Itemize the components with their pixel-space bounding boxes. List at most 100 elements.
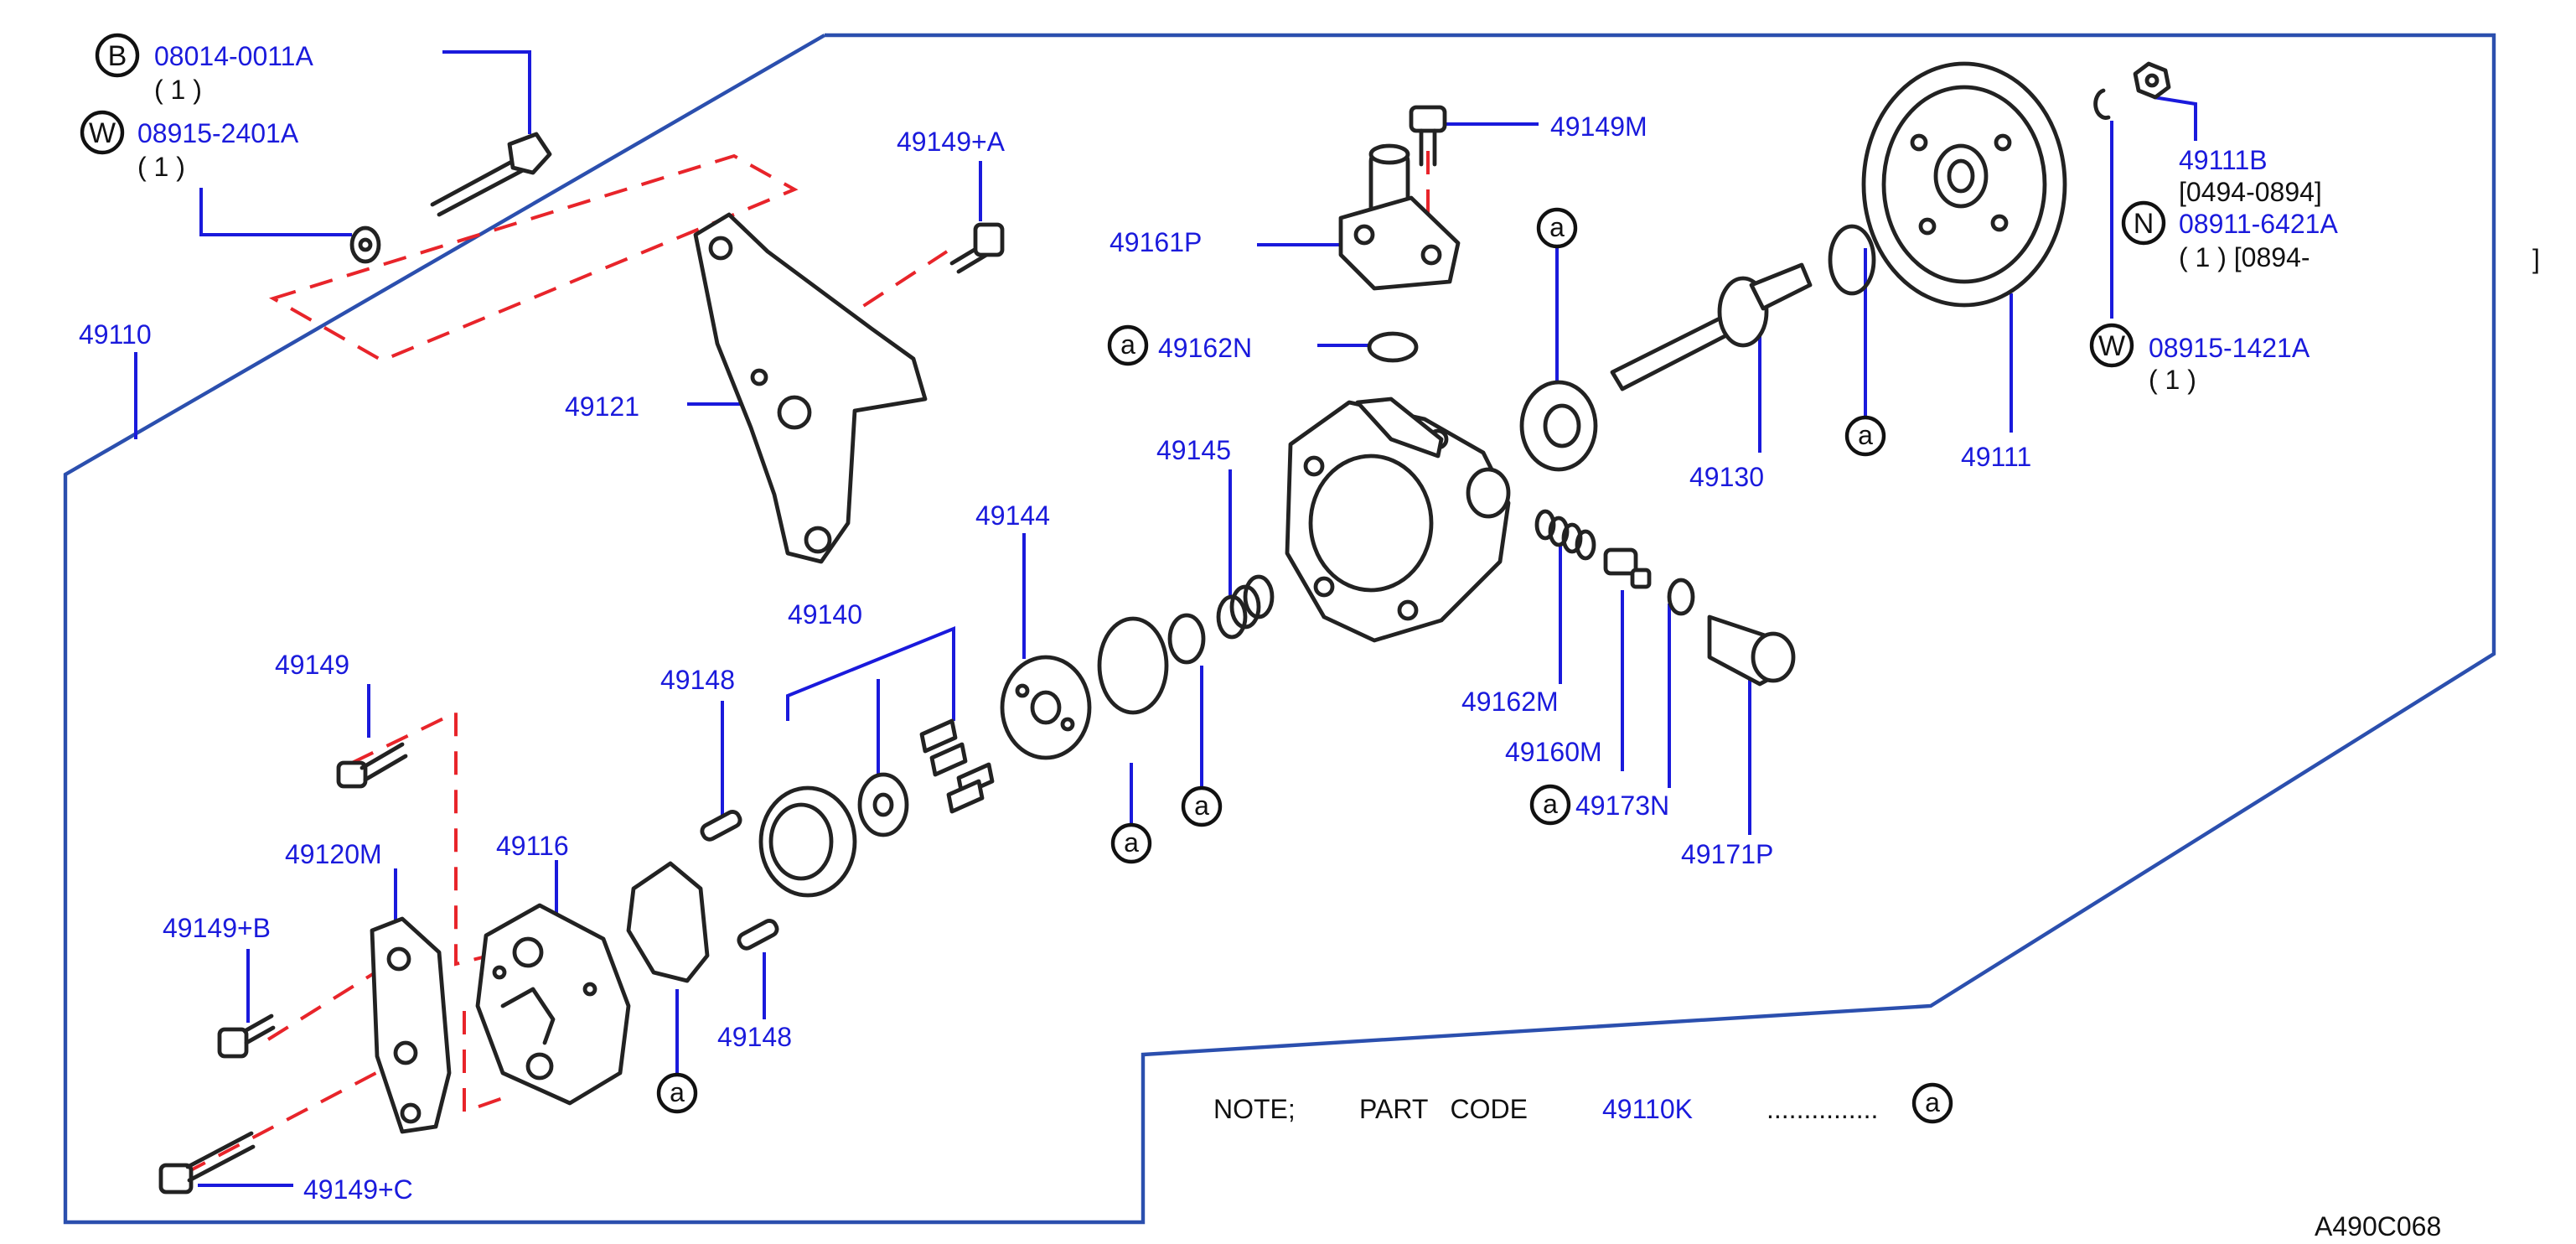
bolt-align-line-c: [184, 1065, 390, 1175]
fitting-49161P-icon: [1338, 143, 1461, 291]
valve-49160M-icon: [1603, 547, 1652, 589]
callout-w2-symbol: W: [2089, 323, 2134, 368]
label-49160M[interactable]: 49160M: [1505, 737, 1602, 767]
label-49148-lower[interactable]: 49148: [717, 1022, 792, 1052]
mount-bracket-outline-top: [268, 153, 799, 363]
shaft-49130-icon: [1610, 262, 1813, 391]
bolt-49149A-icon: [949, 222, 1005, 274]
note-prefix: NOTE;: [1213, 1094, 1296, 1124]
svg-text:W: W: [89, 117, 116, 149]
note-part-code[interactable]: 49110K: [1602, 1094, 1693, 1124]
gasket-icon: [626, 861, 710, 983]
marker-a-gasket: a: [656, 1072, 698, 1114]
label-08014-qty: ( 1 ): [154, 75, 202, 105]
label-49173N[interactable]: 49173N: [1575, 790, 1669, 821]
label-49130[interactable]: 49130: [1689, 462, 1764, 492]
svg-text:a: a: [1194, 790, 1209, 821]
rear-cover-49116-icon: [475, 903, 631, 1106]
pulley-49111-icon: [1861, 61, 2067, 308]
callout-b-symbol: B: [95, 33, 140, 78]
oring-49162N-icon: [1367, 331, 1419, 363]
rotor-49140-icon: [857, 772, 909, 837]
label-08911-6421A[interactable]: 08911-6421A: [2179, 209, 2338, 239]
label-49111[interactable]: 49111: [1961, 442, 2031, 472]
label-49120M[interactable]: 49120M: [285, 839, 382, 869]
marker-a-seal: a: [1536, 207, 1578, 249]
label-49111B[interactable]: 49111B: [2179, 145, 2268, 175]
note-dots: ...............: [1766, 1094, 1878, 1124]
label-49144[interactable]: 49144: [975, 500, 1050, 531]
bracket-49120M-icon: [370, 916, 452, 1134]
label-08014-0011A[interactable]: 08014-0011A: [154, 41, 313, 71]
spring-49145-icon: [1216, 574, 1275, 640]
bolt-49149C-icon: [158, 1131, 256, 1195]
bolt-align-line-b: [266, 962, 391, 1041]
label-49171P[interactable]: 49171P: [1681, 839, 1773, 869]
label-49145[interactable]: 49145: [1156, 435, 1231, 465]
label-49140[interactable]: 49140: [788, 599, 862, 630]
nut-49111B-icon: [2133, 61, 2171, 100]
pin-49148-upper-icon: [700, 810, 742, 842]
label-08911-close-bracket: ]: [2532, 244, 2540, 274]
callout-w-symbol: W: [80, 110, 125, 155]
label-08915-2401A[interactable]: 08915-2401A: [137, 118, 299, 148]
label-49161P[interactable]: 49161P: [1110, 227, 1202, 257]
marker-a-note: a: [1911, 1082, 1953, 1124]
label-49110[interactable]: 49110: [79, 319, 152, 350]
seal-icon: [1519, 380, 1598, 472]
oring-49173N-icon: [1667, 578, 1695, 616]
label-49149[interactable]: 49149: [275, 650, 349, 680]
marker-a-snap-ring: a: [1844, 415, 1886, 457]
callout-n-symbol: N: [2121, 200, 2166, 246]
label-08915-2401A-qty: ( 1 ): [137, 152, 185, 182]
note-part-code-label: PART CODE: [1359, 1094, 1528, 1124]
figure-code: A490C068: [2315, 1211, 2441, 1241]
label-49162M[interactable]: 49162M: [1461, 687, 1559, 717]
svg-text:a: a: [1124, 827, 1139, 858]
marker-a-49162N: a: [1107, 324, 1149, 366]
label-49149C[interactable]: 49149+C: [303, 1174, 413, 1205]
cam-ring-49140-icon: [758, 785, 857, 898]
assembly-frame: [63, 33, 2496, 1225]
label-49116[interactable]: 49116: [496, 831, 569, 861]
spring-49162M-icon: [1534, 509, 1596, 561]
svg-text:W: W: [2098, 330, 2125, 362]
label-49149A[interactable]: 49149+A: [897, 127, 1006, 157]
oring-small-icon: [1167, 613, 1206, 665]
bolt-49149M-icon: [1409, 105, 1447, 167]
svg-text:B: B: [108, 40, 127, 72]
svg-text:a: a: [1120, 329, 1135, 360]
svg-text:a: a: [1549, 212, 1565, 242]
label-49149B[interactable]: 49149+B: [163, 913, 271, 943]
bracket-49121-icon: [693, 212, 928, 564]
pin-49148-lower-icon: [737, 919, 779, 951]
label-49121[interactable]: 49121: [565, 391, 639, 422]
svg-text:a: a: [670, 1077, 685, 1107]
snap-ring-icon: [1828, 224, 1876, 296]
clip-08915-icon: [2093, 88, 2111, 120]
svg-text:a: a: [1543, 789, 1558, 819]
bolt-49149B-icon: [217, 1013, 276, 1059]
svg-text:a: a: [1925, 1087, 1940, 1117]
label-49162N[interactable]: 49162N: [1158, 333, 1252, 363]
label-49149M[interactable]: 49149M: [1550, 111, 1648, 142]
label-08915-1421A[interactable]: 08915-1421A: [2149, 333, 2310, 363]
mount-bracket-outline-bottom: [351, 709, 504, 967]
bolt-08014-icon: [430, 132, 552, 217]
label-49111B-range: [0494-0894]: [2179, 177, 2322, 207]
oring-large-icon: [1097, 616, 1169, 715]
marker-a-oring-large: a: [1110, 822, 1152, 864]
leader-lines: [134, 50, 2197, 1187]
label-08911-qty: ( 1 ) [0894-: [2179, 242, 2310, 272]
washer-hole-icon: [358, 237, 373, 252]
label-08915-1421A-qty: ( 1 ): [2149, 365, 2196, 395]
bolt-49149-icon: [336, 742, 408, 789]
label-49148-upper[interactable]: 49148: [660, 665, 735, 695]
connector-49171P-icon: [1707, 614, 1796, 687]
vanes-49140-icon: [919, 718, 995, 814]
svg-text:N: N: [2134, 208, 2154, 240]
marker-a-oring-small: a: [1181, 785, 1223, 827]
pump-body-icon: [1285, 397, 1511, 643]
svg-text:a: a: [1858, 420, 1873, 450]
